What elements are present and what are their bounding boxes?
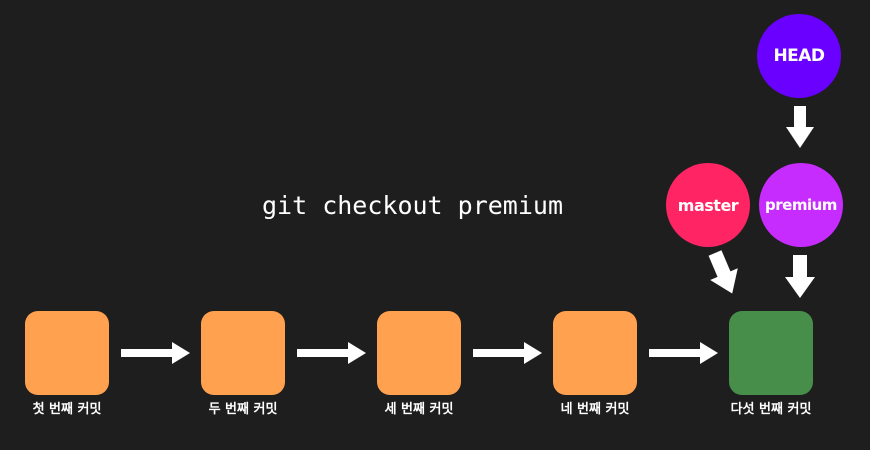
master-branch-pointer: master [666, 163, 750, 247]
arrow-commit1-to-commit2 [121, 342, 190, 364]
arrow-commit3-to-commit4 [473, 342, 542, 364]
commit-4-box [553, 311, 637, 395]
commit-3-box [377, 311, 461, 395]
commit-5-label: 다섯 번째 커밋 [730, 402, 812, 417]
head-pointer-label: HEAD [773, 46, 825, 66]
commit-3-label: 세 번째 커밋 [384, 402, 454, 417]
premium-branch-label: premium [765, 196, 837, 214]
arrow-master-to-commit5 [708, 250, 738, 294]
arrow-commit4-to-commit5 [649, 342, 718, 364]
commit-5-box [729, 311, 813, 395]
head-pointer: HEAD [757, 14, 841, 98]
arrow-commit2-to-commit3 [297, 342, 366, 364]
commit-4-label: 네 번째 커밋 [560, 402, 630, 417]
commit-2-box [201, 311, 285, 395]
commit-1-box [25, 311, 109, 395]
master-branch-label: master [677, 195, 739, 215]
commit-2-label: 두 번째 커밋 [208, 402, 278, 417]
premium-branch-pointer: premium [759, 163, 843, 247]
arrow-head-to-premium [786, 106, 814, 148]
command-text: git checkout premium [261, 191, 564, 220]
commit-1-label: 첫 번째 커밋 [32, 402, 102, 417]
arrow-premium-to-commit5 [785, 255, 815, 298]
